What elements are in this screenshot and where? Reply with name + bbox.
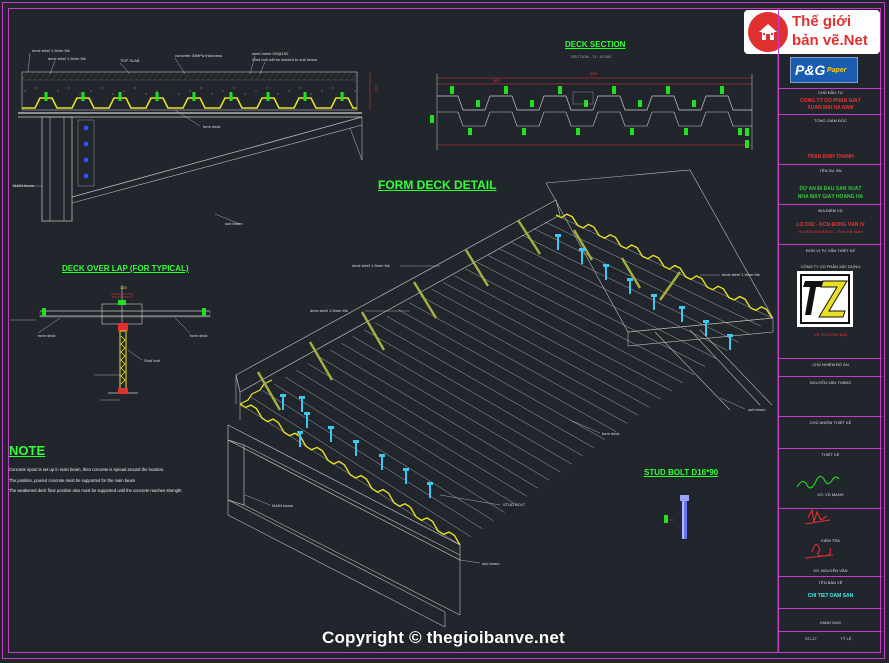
label-main-beam-iso: MAIN beam bbox=[272, 503, 294, 508]
client-logo: P&G Paper bbox=[790, 57, 858, 83]
client-logo-main: P&G bbox=[795, 62, 826, 78]
label-steel-plate-2: deck steel 1.5mm thk bbox=[48, 56, 86, 61]
signature-1 bbox=[796, 475, 840, 489]
label-concrete: concrete 30MPa thickness bbox=[175, 53, 222, 58]
house-icon bbox=[748, 12, 788, 52]
tb-row-20: KS. NGUYỄN VĂN bbox=[813, 568, 848, 573]
label-overlap-form-deck-left: form deck bbox=[38, 333, 56, 338]
tb-row-9: LÔ CN2 - KCN ĐỒNG VĂN IV bbox=[796, 222, 865, 228]
label-top-slab: TOP SLAB bbox=[120, 58, 140, 63]
label-stud-bolt-iso: STUD BOLT bbox=[503, 502, 526, 507]
label-deck-steel-c: deck steel 1.5mm thk bbox=[722, 272, 760, 277]
label-deck-steel-a: deck steel 1.5mm thk bbox=[352, 263, 390, 268]
tb-row-19: KIỂM TRA bbox=[821, 538, 840, 543]
dim-left: 300 bbox=[493, 78, 500, 83]
heading-form-deck-detail: FORM DECK DETAIL bbox=[378, 178, 497, 192]
tb-row-2: XUÂN MAI HÀ NAM bbox=[807, 105, 854, 111]
tb-drawing-name: CHI TIẾT DẦM SÀN bbox=[807, 593, 854, 599]
tb-row-3: TỔNG GIÁM ĐỐC bbox=[814, 118, 847, 123]
tb-row-23: HẠNG MỤC bbox=[819, 620, 842, 625]
consultant-logo bbox=[797, 271, 853, 327]
tb-row-18: KS. VŨ MẠNH bbox=[817, 492, 844, 497]
tb-row-21: TÊN BẢN VẼ bbox=[818, 580, 843, 585]
tb-row-1: CÔNG TY CỔ PHẦN GIẤY bbox=[800, 98, 861, 104]
label-overlap-stud-bolt: Stud bolt bbox=[144, 358, 160, 363]
client-logo-sub: Paper bbox=[827, 67, 847, 74]
tb-row-13: VÀ THƯƠNG MẠI bbox=[814, 332, 847, 337]
note-line-2: The position, poured concrete must be su… bbox=[9, 478, 136, 483]
note-line-1: Concrete spout is set up in main beam, t… bbox=[9, 467, 165, 472]
label-steel-plate-top: deck steel 1.5mm thk bbox=[32, 48, 70, 53]
tb-row-12: CÔNG TY CỔ PHẦN XÂY DỰNG bbox=[800, 264, 861, 269]
label-stud-note: Stud bolt will be welded to sub beam bbox=[252, 57, 317, 62]
tb-sheet-id: KC-27 bbox=[805, 636, 817, 641]
tb-row-6: DỰ ÁN ĐI ĐẦU SẢN XUẤT bbox=[799, 186, 862, 192]
tb-row-15: NGUYỄN VĂN THẮNG bbox=[809, 380, 852, 385]
label-form-deck-top: form deck bbox=[203, 124, 221, 129]
note-line-3: The weakened deck floor position also mu… bbox=[9, 488, 182, 493]
label-deck-steel-b: deck steel 1.5mm thk bbox=[310, 308, 348, 313]
copyright-watermark: Copyright © thegioibanve.net bbox=[322, 628, 565, 647]
tb-row-4: TRẦN ĐÌNH THÀNH bbox=[807, 154, 854, 160]
dim-total: 900 bbox=[590, 71, 597, 76]
heading-deck-over-lap: DECK OVER LAP (FOR TYPICAL) bbox=[62, 264, 189, 273]
label-overlap-form-deck-right: form deck bbox=[190, 333, 208, 338]
slab-section bbox=[12, 52, 371, 225]
label-overlap-dim: 120 bbox=[120, 285, 127, 290]
drawing-inner-frame bbox=[8, 8, 881, 653]
heading-note: NOTE bbox=[9, 443, 46, 458]
tb-row-10: HUYỆN KIM BẢNG - TỈNH HÀ NAM bbox=[798, 229, 863, 234]
tb-row-17: THIẾT KẾ bbox=[821, 452, 840, 457]
tb-row-7: NHÀ MÁY GIẤY HOÀNG HÀ bbox=[797, 194, 864, 200]
tb-scale-label: TỶ LỆ bbox=[840, 636, 852, 641]
deck-section-drawing bbox=[430, 74, 753, 150]
tb-row-16: CHỦ NHIỆM THIẾT KẾ bbox=[809, 420, 852, 425]
heading-deck-section: DECK SECTION bbox=[565, 40, 626, 49]
stud-bolt-detail bbox=[664, 495, 689, 539]
tb-row-5: TÊN DỰ ÁN bbox=[819, 168, 842, 173]
title-block: CHỦ ĐẦU TƯ CÔNG TY CỔ PHẦN GIẤY XUÂN MAI… bbox=[778, 8, 882, 653]
signature-3 bbox=[804, 543, 834, 559]
label-sub-beam-right: sub beam bbox=[748, 407, 766, 412]
deck-overlap-drawing bbox=[10, 285, 211, 401]
deck-section-scale: SECTION - TL: 1/7300 bbox=[571, 54, 612, 59]
label-sub-beam-top: sub beam bbox=[225, 221, 243, 226]
logo-text-line2: bản vẽ.Net bbox=[792, 32, 868, 49]
label-form-deck-iso: form deck bbox=[602, 431, 620, 436]
isometric-form-deck bbox=[227, 169, 774, 628]
tb-row-0: CHỦ ĐẦU TƯ bbox=[817, 90, 844, 95]
label-main-beam-top: MAIN beam bbox=[13, 183, 35, 188]
label-sub-beam-bottom: sub beam bbox=[482, 561, 500, 566]
tb-row-8: ĐỊA ĐIỂM XD bbox=[818, 208, 843, 213]
dim-height: 270 bbox=[373, 85, 379, 92]
tb-row-14: CHỦ NHIỆM ĐỒ ÁN bbox=[812, 362, 849, 367]
label-steel-mesh: steel mesh D6@150 bbox=[252, 51, 289, 56]
tb-row-11: ĐƠN VỊ TƯ VẤN THIẾT KẾ bbox=[805, 248, 856, 253]
signature-2 bbox=[804, 508, 831, 525]
logo-text-line1: Thế giới bbox=[792, 13, 851, 30]
heading-stud-bolt: STUD BOLT D16*90 bbox=[644, 468, 719, 477]
site-logo: Thế giới bản vẽ.Net bbox=[744, 10, 880, 54]
slab-deck-profile bbox=[22, 97, 357, 109]
